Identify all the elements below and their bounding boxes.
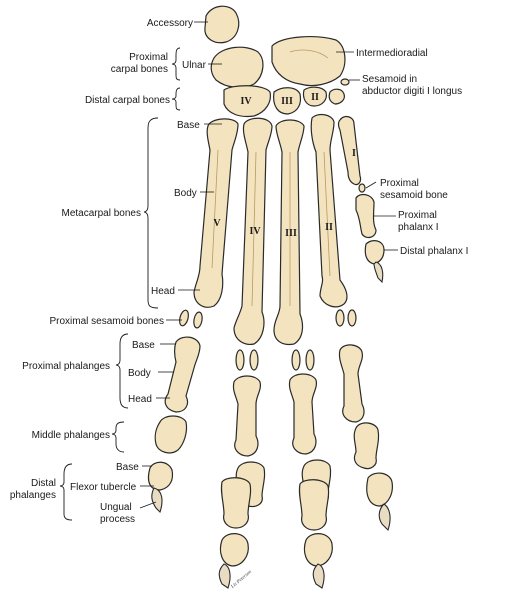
numeral-carpal-III: III <box>281 96 293 107</box>
label-head-metacarpal: Head <box>151 286 175 297</box>
proximal-phalanx-I <box>355 193 377 239</box>
leaders-group <box>139 21 398 509</box>
distal-carpal-III <box>273 87 302 115</box>
metacarpal-III <box>273 119 305 346</box>
numeral-meta-II: II <box>325 222 333 233</box>
middle-phalanx-III-lower <box>298 479 330 531</box>
ulnar-carpal-bone <box>210 46 264 89</box>
distal-phalanx-I <box>364 240 385 265</box>
brackets-group <box>59 47 181 521</box>
distal-carpal-I <box>328 88 345 105</box>
label-ungual-1: Ungual <box>100 502 132 513</box>
label-distal-phalanx-I: Distal phalanx I <box>400 246 468 257</box>
label-distal-phalanges-2: phalanges <box>10 490 56 501</box>
metacarpal-II <box>310 113 348 308</box>
distal-phalanx-IV <box>219 533 249 567</box>
label-proximal-phalanx-I-2: phalanx I <box>398 222 439 233</box>
distal-phalanx-V <box>147 461 174 491</box>
label-metacarpal-bones: Metacarpal bones <box>62 208 142 219</box>
numerals-group: IV III II V IV III II I <box>213 92 356 239</box>
label-proximal-phalanx-I-1: Proximal <box>398 210 437 221</box>
middle-phalanx-II <box>353 422 380 470</box>
label-distal-phalanges-1: Distal <box>31 478 56 489</box>
numeral-meta-IV: IV <box>249 226 261 237</box>
label-proximal-carpal-2: carpal bones <box>111 64 168 75</box>
labels-group: Accessory Proximal carpal bones Ulnar In… <box>10 18 469 590</box>
label-ulnar: Ulnar <box>182 60 207 71</box>
label-proximal-phalanges: Proximal phalanges <box>22 361 110 372</box>
bracket-proximal-carpal <box>171 47 181 81</box>
proximal-phalanx-II <box>338 344 365 423</box>
label-intermedioradial: Intermedioradial <box>356 48 428 59</box>
label-sesamoid-1: Sesamoid in <box>362 74 417 85</box>
middle-phalanx-V <box>154 415 188 454</box>
label-body-metacarpal: Body <box>174 188 197 199</box>
bracket-proximal-phalanges <box>115 333 129 409</box>
label-middle-phalanges: Middle phalanges <box>32 430 110 441</box>
metacarpal-I <box>337 115 362 186</box>
label-proximal-sesamoid-bones: Proximal sesamoid bones <box>50 316 165 327</box>
numeral-meta-V: V <box>213 218 221 229</box>
intermedioradial-bone <box>271 36 346 87</box>
label-proximal-sesamoid-right-2: sesamoid bone <box>380 190 448 201</box>
bones-group <box>147 5 393 589</box>
proximal-phalanx-III <box>288 373 318 455</box>
metacarpal-IV <box>233 117 273 345</box>
bracket-middle-phalanges <box>111 421 125 453</box>
proximal-sesamoid-I <box>358 183 366 193</box>
label-distal-carpal: Distal carpal bones <box>85 95 170 106</box>
label-base-phalanx: Base <box>132 340 155 351</box>
label-base-metacarpal: Base <box>177 120 200 131</box>
accessory-bone <box>204 5 240 44</box>
label-sesamoid-2: abductor digiti I longus <box>362 86 462 97</box>
proximal-phalanx-V <box>164 336 201 413</box>
label-proximal-carpal-1: Proximal <box>129 52 168 63</box>
numeral-carpal-IV: IV <box>240 96 252 107</box>
label-body-phalanx: Body <box>128 368 151 379</box>
ungual-claw-II <box>378 503 391 532</box>
ungual-claw-I <box>373 261 384 284</box>
proximal-sesamoid-pairs <box>179 309 357 371</box>
numeral-meta-I: I <box>352 148 356 159</box>
distal-phalanx-II <box>366 472 393 507</box>
sesamoid-abductor-bone <box>340 78 350 86</box>
ungual-claw-III <box>312 563 325 589</box>
numeral-carpal-II: II <box>311 92 319 103</box>
artist-signature: Lis Peterson <box>230 569 254 590</box>
label-flexor-tubercle: Flexor tubercle <box>70 482 137 493</box>
distal-carpal-IV <box>223 85 271 118</box>
label-proximal-sesamoid-right-1: Proximal <box>380 178 419 189</box>
proximal-phalanx-IV <box>232 375 262 457</box>
label-ungual-2: process <box>100 514 135 525</box>
metacarpal-V <box>193 118 239 308</box>
bracket-distal-phalanges <box>59 463 73 521</box>
label-head-phalanx: Head <box>128 394 152 405</box>
label-base-distal: Base <box>116 462 139 473</box>
ungual-claw-V <box>151 487 163 514</box>
bracket-distal-carpal <box>171 87 181 111</box>
bracket-metacarpal <box>143 117 159 309</box>
label-accessory: Accessory <box>147 18 193 29</box>
numeral-meta-III: III <box>285 228 297 239</box>
distal-phalanx-III <box>303 533 333 567</box>
middle-phalanx-IV-lower <box>220 477 252 529</box>
distal-carpal-II <box>302 86 327 107</box>
ungual-claw-IV <box>218 563 231 589</box>
